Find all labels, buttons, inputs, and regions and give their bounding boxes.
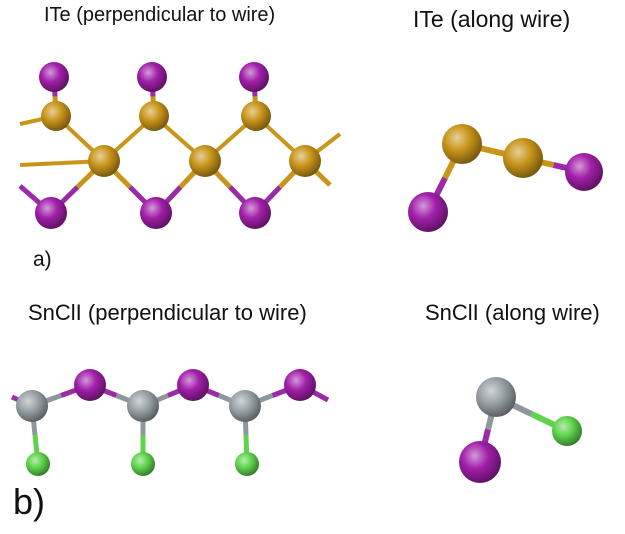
- tellurium-atom: [189, 145, 221, 177]
- tellurium-atom: [41, 101, 71, 131]
- bond: [312, 390, 330, 403]
- tellurium-atom: [88, 145, 120, 177]
- tellurium-atom: [442, 124, 482, 164]
- panel-a-title-right: ITe (along wire): [413, 6, 571, 32]
- tin-atom: [127, 390, 159, 422]
- tellurium-atom: [139, 101, 169, 131]
- iodine-atom: [137, 62, 167, 92]
- chlorine-atom: [552, 416, 582, 446]
- atom-layer: [16, 62, 603, 483]
- iodine-atom: [459, 441, 501, 483]
- bond: [19, 118, 39, 126]
- iodine-atom: [74, 369, 106, 401]
- iodine-atom: [39, 62, 69, 92]
- tellurium-atom: [289, 145, 321, 177]
- chlorine-atom: [235, 452, 259, 476]
- iodine-atom: [140, 197, 172, 229]
- iodine-atom: [408, 192, 448, 232]
- panel-a-label: a): [33, 248, 52, 271]
- chlorine-atom: [131, 452, 155, 476]
- bond: [315, 171, 332, 187]
- tin-atom: [16, 390, 48, 422]
- bond: [19, 161, 63, 167]
- tellurium-atom: [241, 101, 271, 131]
- panel-b-title-left: SnClI (perpendicular to wire): [28, 300, 307, 325]
- iodine-atom: [177, 369, 209, 401]
- tin-atom: [229, 390, 261, 422]
- panel-a-title-left: ITe (perpendicular to wire): [44, 4, 276, 26]
- bond: [18, 184, 38, 202]
- bond: [321, 132, 342, 150]
- panel-b-title-right: SnClI (along wire): [425, 300, 600, 325]
- iodine-atom: [239, 62, 269, 92]
- panel-b-label: b): [13, 481, 46, 522]
- iodine-atom: [565, 153, 603, 191]
- tin-atom: [476, 377, 516, 417]
- chlorine-atom: [26, 452, 50, 476]
- iodine-atom: [284, 369, 316, 401]
- iodine-atom: [35, 197, 67, 229]
- iodine-atom: [239, 197, 271, 229]
- tellurium-atom: [503, 138, 543, 178]
